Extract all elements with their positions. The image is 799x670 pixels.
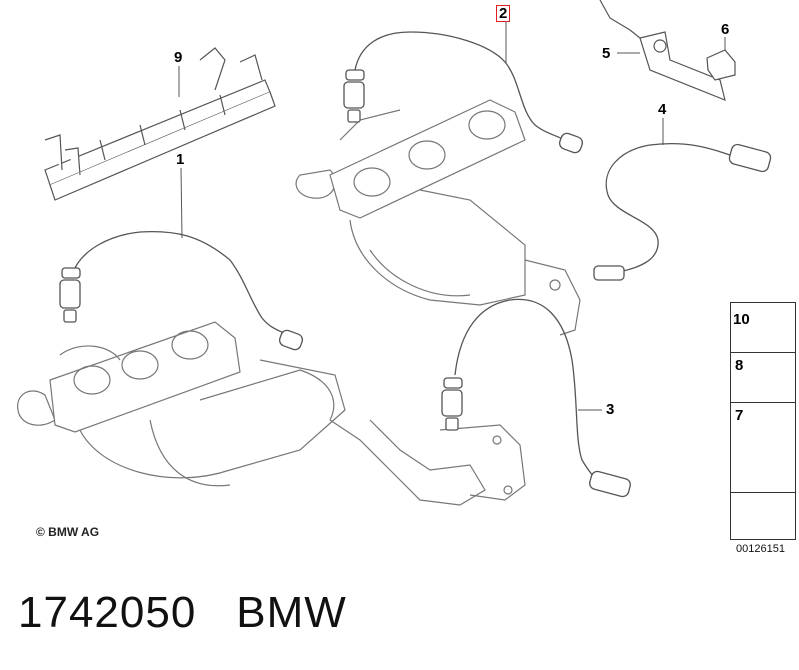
- part-number: 1742050: [18, 588, 197, 637]
- oxygen-sensor-1: [59, 230, 304, 351]
- oxygen-sensor-4: [593, 142, 772, 281]
- side-label-8: 8: [735, 357, 744, 374]
- callout-4[interactable]: 4: [658, 101, 667, 118]
- side-parts-panel: 10 8 7: [730, 302, 796, 540]
- side-cell-bracket[interactable]: 7: [730, 402, 796, 494]
- callout-9[interactable]: 9: [174, 49, 183, 66]
- brand-name: BMW: [236, 588, 347, 637]
- leader-lines: [178, 22, 726, 411]
- callout-2[interactable]: 2: [496, 5, 511, 22]
- side-label-10: 10: [733, 311, 750, 328]
- exhaust-manifold-left: [17, 321, 526, 506]
- copyright-text: © BMW AG: [36, 525, 100, 539]
- side-cell-bolt[interactable]: 10: [730, 302, 796, 354]
- exhaust-manifold-right: [295, 99, 581, 336]
- part-caption: 1742050 BMW: [18, 588, 347, 638]
- diagram-reference-code: 00126151: [736, 543, 785, 555]
- callout-5[interactable]: 5: [602, 45, 611, 62]
- sensor-holder-9: [44, 47, 276, 201]
- side-cell-clip[interactable]: 8: [730, 352, 796, 404]
- callout-1[interactable]: 1: [176, 151, 185, 168]
- callout-3[interactable]: 3: [606, 401, 615, 418]
- callout-6[interactable]: 6: [721, 21, 730, 38]
- side-label-7: 7: [735, 407, 744, 424]
- oxygen-sensor-2: [343, 31, 584, 154]
- side-cell-arrow-icon: [730, 492, 796, 540]
- bracket-5-and-clip-6: [599, 0, 736, 101]
- oxygen-sensor-3: [441, 298, 631, 498]
